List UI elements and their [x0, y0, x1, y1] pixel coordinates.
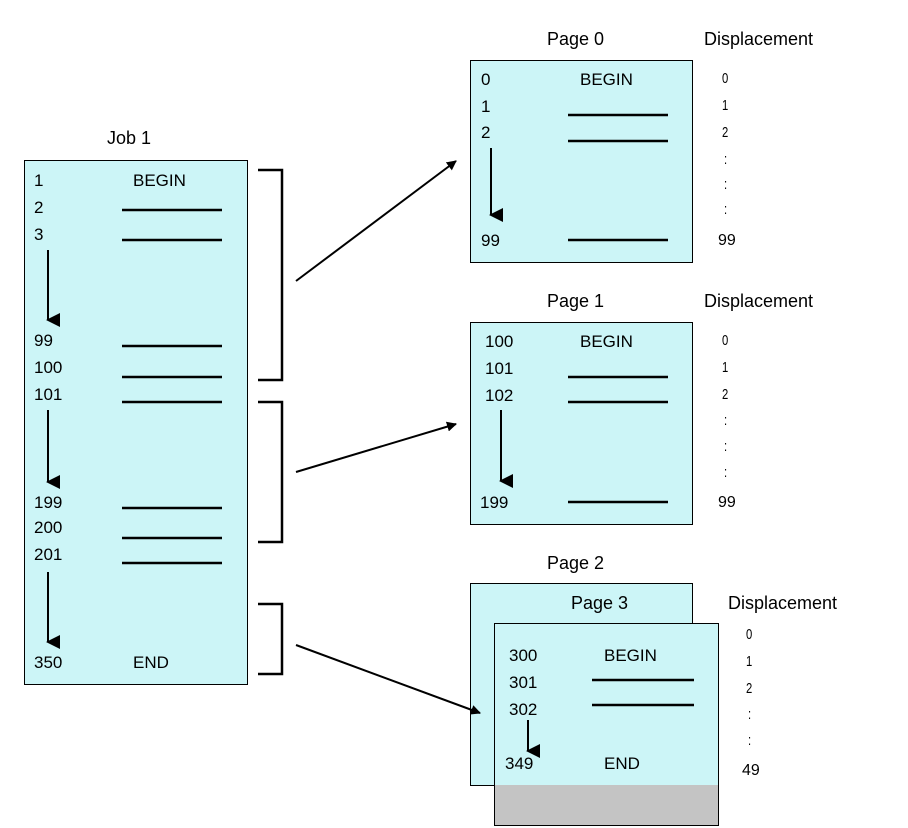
page-3-displacement-value: :: [748, 706, 752, 723]
page-1-begin-label: BEGIN: [580, 332, 633, 351]
job-line-number: 101: [34, 385, 63, 404]
page-1-line-number: 199: [480, 493, 509, 512]
page-1-displacement-value: 0: [722, 332, 729, 349]
page-0-displacement-value: :: [724, 201, 728, 218]
page-3-displacement-value: 1: [746, 653, 753, 670]
mapping-arrow-page-0: [295, 160, 457, 282]
page-1-line-number: 101: [485, 359, 514, 378]
job-line-number: 201: [34, 545, 63, 564]
page-3-begin-label: BEGIN: [604, 646, 657, 665]
job-line-number: 350: [34, 653, 63, 672]
job-begin-label: BEGIN: [133, 171, 186, 190]
page-0-displacement-value: :: [724, 176, 728, 193]
page-1-line-number: 102: [485, 386, 514, 405]
page-0-line-number: 99: [481, 231, 500, 250]
job-end-label: END: [133, 653, 169, 672]
page-3-title: Page 3: [571, 593, 629, 613]
page-1-displacement-value: 1: [722, 359, 729, 376]
job-line-number: 2: [34, 198, 44, 217]
page-1-line-number: 100: [485, 332, 514, 351]
bracket-1: [258, 168, 284, 382]
page-3-displacement-value: 49: [742, 762, 760, 779]
page-0-displacement-value: 2: [722, 124, 729, 141]
page-3-displacement-value: :: [748, 732, 752, 749]
page-1-displacement-title: Displacement: [704, 291, 814, 311]
page-0-displacement-value: 0: [722, 70, 729, 87]
page-0-displacement-value: :: [724, 151, 728, 168]
job-line-number: 100: [34, 358, 63, 377]
job-line-number: 1: [34, 171, 44, 190]
page-1-displacement-value: :: [724, 438, 728, 455]
page-3-displacement-value: 0: [746, 626, 753, 643]
page-0-line-number: 1: [481, 97, 491, 116]
page-0-displacement-value: 99: [718, 232, 736, 249]
page-3-end-label: END: [604, 754, 640, 773]
job-line-number: 199: [34, 493, 63, 512]
page-1-displacement-value: 2: [722, 386, 729, 403]
job-title: Job 1: [107, 128, 152, 148]
page-1-box: [470, 322, 693, 525]
job-line-number: 200: [34, 518, 63, 537]
page-0-displacement-value: 1: [722, 97, 729, 114]
page-3-line-number: 302: [509, 700, 538, 719]
mapping-arrow-page-3: [295, 644, 481, 715]
page-0-box: [470, 60, 693, 263]
page-3-line-number: 349: [505, 754, 534, 773]
page-1-displacement-value: :: [724, 464, 728, 481]
page-3-line-number: 301: [509, 673, 538, 692]
job-line-number: 99: [34, 331, 53, 350]
job-line-number: 3: [34, 225, 44, 244]
page-3-displacement-title: Displacement: [728, 593, 838, 613]
page-0-begin-label: BEGIN: [580, 70, 633, 89]
page-0-displacement-title: Displacement: [704, 29, 814, 49]
page-1-displacement-value: :: [724, 412, 728, 429]
page-1-title: Page 1: [547, 291, 605, 311]
page-0-title: Page 0: [547, 29, 605, 49]
page-2-title: Page 2: [547, 553, 605, 573]
page-0-line-number: 0: [481, 70, 491, 89]
page-1-displacement-value: 99: [718, 494, 736, 511]
page-3-displacement-value: 2: [746, 680, 753, 697]
page-0-line-number: 2: [481, 123, 491, 142]
page-3-line-number: 300: [509, 646, 538, 665]
bracket-2: [258, 400, 284, 544]
mapping-arrow-page-1: [295, 421, 457, 473]
bracket-3: [258, 602, 284, 676]
job-box: [24, 160, 248, 685]
